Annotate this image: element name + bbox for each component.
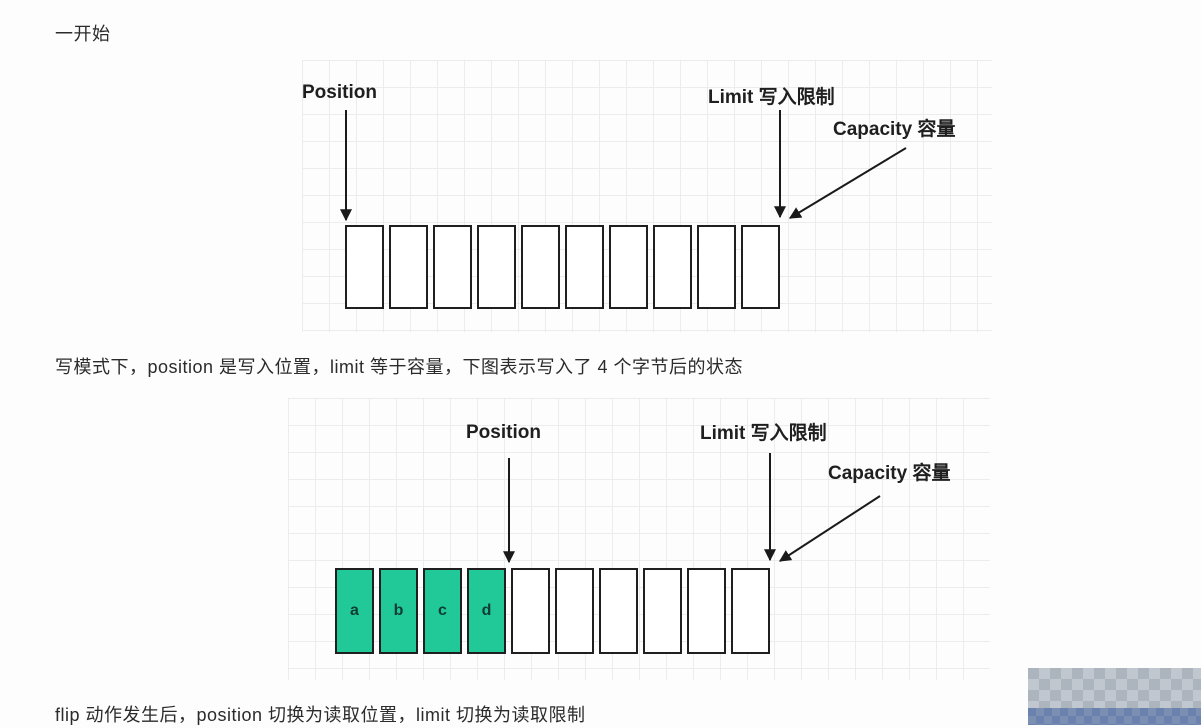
limit-label: Limit 写入限制 xyxy=(708,87,835,108)
buffer-cell xyxy=(741,225,780,309)
buffer-after-write: a b c d xyxy=(335,568,770,654)
buffer-initial xyxy=(345,225,780,309)
buffer-cell-filled: c xyxy=(423,568,462,654)
write-mode-text: 写模式下，position 是写入位置，limit 等于容量，下图表示写入了 4… xyxy=(55,357,744,377)
diagram-initial-state: Position Limit 写入限制 Capacity 容量 xyxy=(302,60,992,332)
capacity-arrow xyxy=(788,147,907,219)
buffer-cell xyxy=(389,225,428,309)
buffer-cell xyxy=(433,225,472,309)
watermark-mosaic-bottom xyxy=(1028,708,1201,725)
buffer-cell xyxy=(653,225,692,309)
buffer-cell-filled: b xyxy=(379,568,418,654)
buffer-cell xyxy=(599,568,638,654)
buffer-cell xyxy=(477,225,516,309)
buffer-cell xyxy=(687,568,726,654)
capacity-label: Capacity 容量 xyxy=(828,463,951,484)
buffer-cell xyxy=(697,225,736,309)
buffer-cell-filled: d xyxy=(467,568,506,654)
capacity-arrow xyxy=(778,495,881,562)
watermark-mosaic-top xyxy=(1028,668,1201,708)
limit-label: Limit 写入限制 xyxy=(700,423,827,444)
buffer-cell xyxy=(565,225,604,309)
intro-text: 一开始 xyxy=(55,24,111,44)
position-label: Position xyxy=(302,82,377,103)
buffer-cell xyxy=(731,568,770,654)
buffer-cell xyxy=(609,225,648,309)
diagram-after-write: Position Limit 写入限制 Capacity 容量 a b c d xyxy=(288,398,990,680)
position-label: Position xyxy=(466,422,541,443)
buffer-cell xyxy=(511,568,550,654)
buffer-cell-filled: a xyxy=(335,568,374,654)
watermark-logo xyxy=(1028,668,1201,725)
buffer-cell xyxy=(521,225,560,309)
capacity-label: Capacity 容量 xyxy=(833,119,956,140)
buffer-cell xyxy=(555,568,594,654)
buffer-cell xyxy=(643,568,682,654)
flip-text: flip 动作发生后，position 切换为读取位置，limit 切换为读取限… xyxy=(55,705,586,725)
buffer-cell xyxy=(345,225,384,309)
